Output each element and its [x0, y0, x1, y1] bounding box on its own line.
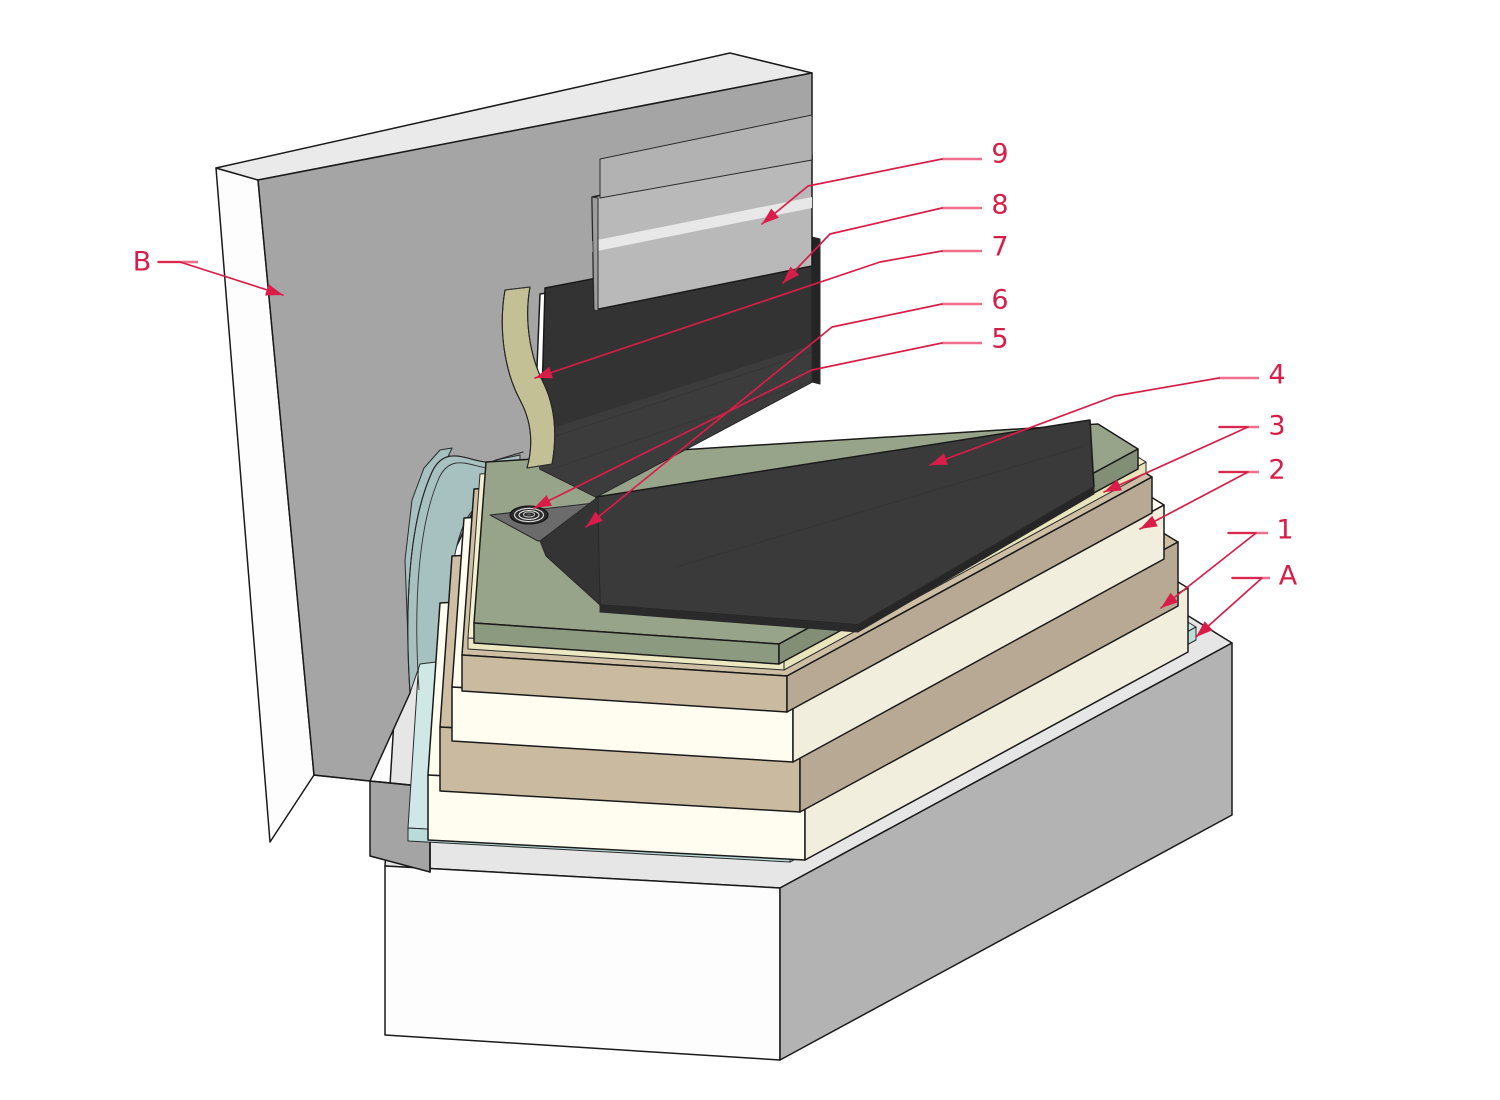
callout-label-1: 1 — [1276, 515, 1293, 546]
callout-leader-line — [533, 342, 943, 509]
upstand-right-edge — [811, 236, 821, 385]
callout-label-6: 6 — [991, 285, 1008, 316]
upstand-band-line-2 — [548, 380, 813, 471]
callout-4: 4 — [929, 360, 1286, 466]
callout-label-9: 9 — [991, 139, 1008, 170]
callout-arrowhead — [783, 266, 800, 283]
callout-leader-line — [761, 158, 943, 225]
callout-label-b: B — [133, 247, 152, 278]
callout-arrowhead — [1161, 592, 1179, 608]
callout-arrowhead — [534, 495, 552, 508]
callout-arrowhead — [586, 511, 603, 527]
callout-b: B — [133, 247, 284, 296]
wall-upper-band — [599, 114, 813, 199]
callout-3: 3 — [1103, 411, 1286, 493]
structural-concrete-wall — [215, 52, 813, 843]
callout-5: 5 — [533, 324, 1009, 509]
upstand-band-line — [540, 351, 813, 442]
callout-arrowhead — [1140, 515, 1158, 529]
roof-waterproofing-membrane-sheet — [539, 419, 1095, 633]
callout-label-5: 5 — [991, 324, 1008, 355]
flashing-left-return — [591, 196, 599, 312]
callout-leader-line — [1160, 532, 1257, 609]
callout-label-7: 7 — [991, 232, 1008, 263]
callout-arrowhead — [1196, 621, 1213, 637]
cove-fillet-left-edge — [501, 289, 532, 469]
callout-leader-line — [157, 261, 284, 296]
drain-grate-icon — [509, 505, 549, 525]
membrane-left-return — [539, 496, 601, 606]
cove-fillet-right-edge — [527, 286, 556, 465]
membrane-field-right — [857, 486, 1095, 633]
callout-leader-line — [929, 377, 1220, 466]
callout-leader-line — [782, 207, 943, 284]
callout-1: 1 — [1160, 515, 1294, 609]
cutaway-inner-curve — [416, 458, 525, 691]
callout-label-a: A — [1279, 561, 1298, 592]
callout-arrowhead — [265, 284, 283, 296]
callout-leader-line — [534, 250, 943, 379]
callout-label-3: 3 — [1268, 411, 1285, 442]
tan-board-upper-right — [786, 476, 1153, 713]
callout-2: 2 — [1139, 455, 1286, 530]
cut-away-section-face — [407, 451, 525, 694]
callout-leader-line — [585, 303, 943, 528]
flashing-highlight-band — [592, 197, 812, 252]
cove-fillet-top — [504, 286, 531, 291]
callout-label-8: 8 — [991, 190, 1008, 221]
membrane-seam-line — [675, 445, 1085, 568]
callout-leader-line — [1195, 577, 1263, 638]
callout-group: 9 8 7 6 5 4 3 2 1A B — [133, 139, 1298, 638]
callout-arrowhead — [930, 453, 948, 465]
slab-right-face — [779, 642, 1233, 1061]
slab-front-face — [384, 865, 781, 1061]
callout-a: A — [1195, 561, 1298, 638]
callout-leader-line — [1103, 426, 1249, 493]
callout-8: 8 — [782, 190, 1009, 284]
cutaway-outer-curve — [407, 451, 524, 694]
upstand-lower-band — [540, 345, 812, 497]
callout-label-4: 4 — [1268, 360, 1285, 391]
callout-arrowhead — [535, 366, 553, 379]
callout-6: 6 — [585, 285, 1009, 528]
wall-flashing-cover-strip — [591, 154, 813, 312]
cove-fillet-at-wall-base — [501, 286, 556, 469]
callout-arrowhead — [1104, 479, 1122, 492]
callout-label-2: 2 — [1268, 455, 1285, 486]
callout-leader-line — [1139, 471, 1249, 530]
callout-7: 7 — [534, 232, 1009, 379]
callout-arrowhead — [762, 208, 779, 224]
callout-9: 9 — [761, 139, 1009, 225]
cove-fillet-base — [526, 463, 553, 469]
